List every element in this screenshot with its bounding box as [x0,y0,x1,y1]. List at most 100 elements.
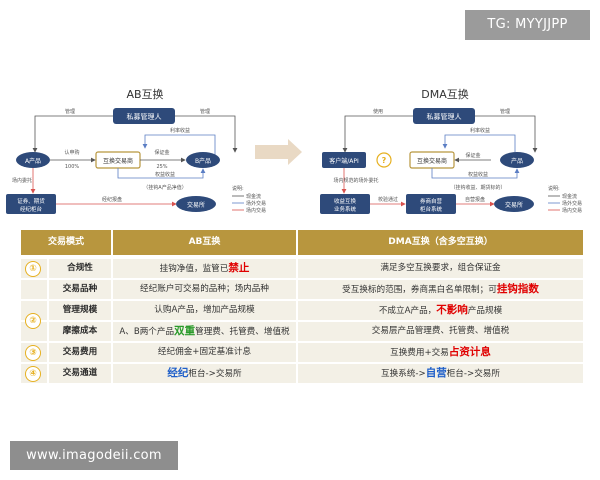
ab-text: A、B两个产品 [119,327,175,337]
row-dma: 满足多空互换要求，组合保证金 [298,259,583,278]
row-name: 管理规模 [49,301,111,320]
ab-label-manage: 管理 [65,108,75,115]
ab-label-manage-2: 管理 [200,108,210,115]
dma-label-onsite: 场内规范的场外委托 [333,177,378,184]
dma-node-broker-system-1: 券商自营 [420,197,443,205]
ab-node-exchange-label: 交易所 [187,201,205,209]
ab-node-broker [6,194,56,214]
ab-node-swap-label: 互换交易商 [103,157,133,165]
dma-label-margin: 保证金 [465,152,480,159]
dma-label-self-report: 自营报盘 [465,196,485,203]
dma-legend-1: 场外交易 [562,200,582,207]
dma-legend-2: 场内交易 [562,207,582,214]
dma-text: 互换系统-> [381,369,426,379]
table-row: 摩擦成本 A、B两个产品双重管理费、托管费、增值税 交易层产品管理费、托管费、增… [21,322,583,341]
ab-node-manager [113,108,175,124]
ab-legend-1: 场外交易 [246,200,266,207]
ab-highlight: 经纪 [167,367,189,379]
table-header-dma: DMA互换（含多空互换） [298,230,583,255]
table-row: 管理规模 认购A产品，增加产品规模 不成立A产品，不影响产品规模 [21,301,583,320]
dma-node-swap-label: 互换交易商 [417,157,447,165]
dma-node-broker-system-2: 柜台系统 [420,205,443,213]
dma-label-rights: 权益收益 [468,171,488,178]
ab-legend-2: 场内交易 [246,207,266,214]
watermark-top: TG: MYYJJPP [465,10,590,40]
dma-question-mark: ? [382,156,387,165]
dma-node-client [322,152,366,168]
table-row: 合规性 挂钩净值，监管已禁止 满足多空互换要求，组合保证金 [21,259,583,278]
dma-label-interest: 利率收益 [470,127,490,134]
table-row: 交易品种 经纪账户可交易的品种；场内品种 受互换标的范围，券商黑白名单限制；可挂… [21,280,583,299]
dma-label-peg: （挂钩收益、期货标的） [450,184,505,191]
dma-node-exchange [494,196,534,212]
dma-legend-0: 现金流 [562,193,577,200]
transition-arrow [255,139,302,165]
dma-question-icon [376,152,392,168]
dma-text: 受互换标的范围，券商黑白名单限制；可 [342,285,497,295]
ab-legend-0: 现金流 [246,193,261,200]
ab-text: 经纪佣金+固定基准计息 [157,347,252,357]
dma-node-client-system [320,194,370,214]
row-ab: 经纪佣金+固定基准计息 [113,343,296,362]
ab-legend-title: 说明: [232,185,244,192]
ab-text: 经纪账户可交易的品种；场内品种 [140,284,269,294]
dma-highlight: 挂钩指数 [496,283,539,295]
ab-label-peg: （挂钩A产品净值） [143,184,186,191]
ab-title: AB互换 [126,87,163,101]
dma-highlight: 自营 [425,367,447,379]
dma-text: 互换费用+交易 [390,348,449,358]
ab-text: 认购A产品，增加产品规模 [154,305,255,315]
table-header-mode: 交易模式 [21,230,111,255]
row-dma: 不成立A产品，不影响产品规模 [298,301,583,320]
row-dma: 受互换标的范围，券商黑白名单限制；可挂钩指数 [298,280,583,299]
row-name: 交易通道 [49,364,111,383]
ab-label-rights: 权益收益 [155,171,175,178]
dma-label-manage: 管理 [500,108,510,115]
dma-node-client-label: 客户端/API [329,157,359,165]
diagrams: AB互换 私募管理人 管理 管理 利率收益 A产品 互换交易商 B产品 认申购 … [6,87,582,214]
row-name: 交易费用 [49,343,111,362]
group-number-4: ④ [25,366,41,382]
dma-highlight: 占资计息 [448,346,491,358]
ab-highlight: 双重 [174,325,196,337]
row-ab: 认购A产品，增加产品规模 [113,301,296,320]
group-number-2: ② [25,313,41,329]
ab-legend: 说明: 现金流 场外交易 场内交易 [232,185,266,214]
row-ab: 经纪账户可交易的品种；场内品种 [113,280,296,299]
dma-node-client-system-2: 业务系统 [334,205,357,213]
ab-diagram: AB互换 私募管理人 管理 管理 利率收益 A产品 互换交易商 B产品 认申购 … [6,87,266,214]
dma-node-product-label: 产品 [511,157,523,165]
dma-diagram: DMA互换 私募管理人 使用 管理 利率收益 客户端/API 互换交易商 产品 … [320,87,582,214]
ab-label-margin-2: 25% [156,164,167,170]
ab-label-margin-1: 保证金 [154,149,169,156]
dma-legend-title: 说明: [548,185,560,192]
row-name: 合规性 [49,259,111,278]
ab-node-exchange [176,196,216,212]
ab-node-b-label: B产品 [195,157,211,165]
dma-title: DMA互换 [421,87,469,101]
group-number-3: ③ [25,345,41,361]
row-ab: 经纪柜台->交易所 [113,364,296,383]
row-name: 交易品种 [49,280,111,299]
dma-node-broker-system [406,194,456,214]
dma-text: 满足多空互换要求，组合保证金 [380,263,501,273]
row-ab: A、B两个产品双重管理费、托管费、增值税 [113,322,296,341]
watermark-bottom: www.imagodeii.com [10,441,178,470]
dma-node-manager-label: 私募管理人 [427,112,462,121]
ab-node-b [186,152,220,168]
ab-node-manager-label: 私募管理人 [127,112,162,121]
dma-label-use: 使用 [373,108,383,115]
ab-node-a [16,152,50,168]
row-dma: 互换系统->自营柜台->交易所 [298,364,583,383]
ab-label-subscribe-1: 认申购 [64,149,79,156]
dma-node-manager [413,108,475,124]
table-header-ab: AB互换 [113,230,296,255]
ab-text: 柜台->交易所 [188,369,242,379]
ab-text: 挂钩净值，监管已 [159,264,229,274]
ab-node-broker-label-2: 经纪柜台 [20,205,43,213]
dma-node-exchange-label: 交易所 [505,201,523,209]
group-number-1: ① [25,261,41,277]
ab-text-2: 管理费、托管费、增值税 [195,327,290,337]
dma-text: 交易层产品管理费、托管费、增值税 [371,326,510,336]
ab-node-a-label: A产品 [25,157,41,165]
